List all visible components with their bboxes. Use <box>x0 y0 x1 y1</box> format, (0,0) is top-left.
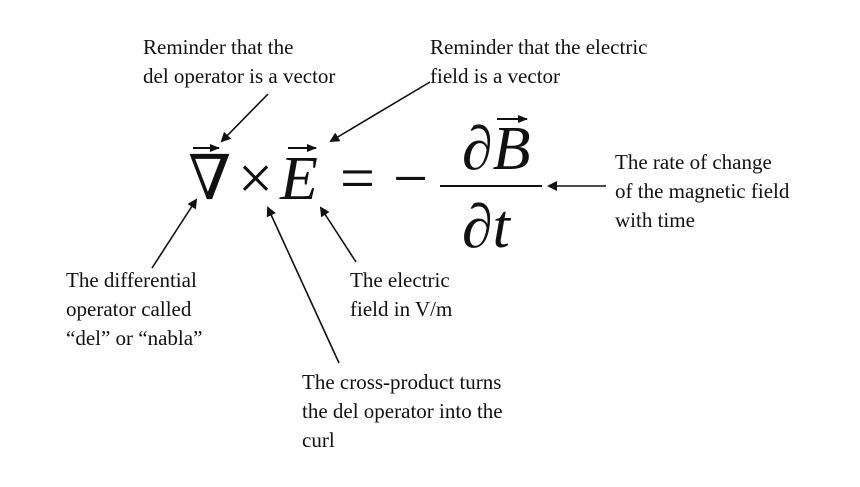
annotation-del-vector: Reminder that the del operator is a vect… <box>143 35 336 88</box>
partial-b-numerator: ∂B <box>462 115 531 183</box>
arrow-cross-product <box>266 206 340 364</box>
e-field-symbol: E <box>280 145 318 213</box>
arrow-differential <box>151 198 198 269</box>
arrow-del-vector <box>220 93 269 143</box>
equals-symbol: = <box>340 145 375 213</box>
annotation-differential-operator: The differential operator called “del” o… <box>66 268 203 350</box>
annotation-e-vector: Reminder that the electric field is a ve… <box>430 35 648 88</box>
arrow-e-vector <box>329 81 431 143</box>
partial-t-denominator: ∂t <box>462 193 510 261</box>
arrow-electric-field <box>319 206 357 263</box>
minus-symbol: − <box>393 145 428 213</box>
cross-symbol: × <box>238 145 273 213</box>
annotation-rate-of-change: The rate of change of the magnetic field… <box>615 150 790 232</box>
annotation-cross-product: The cross-product turns the del operator… <box>302 370 503 452</box>
annotation-electric-field: The electric field in V/m <box>350 268 453 321</box>
